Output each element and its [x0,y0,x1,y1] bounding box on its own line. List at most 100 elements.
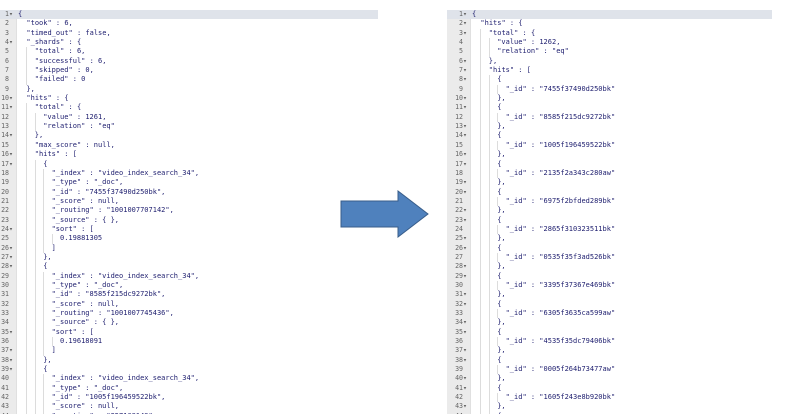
code-line[interactable]: 21 "_id" : "6975f2bfded289bk" [447,196,772,207]
code-text: "value" : 1262, [497,38,561,47]
code-line[interactable]: 36 "_id" : "4535f35dc79406bk" [447,337,772,347]
indent-guide [488,206,490,216]
indent-guide [34,337,36,347]
code-line[interactable]: 41 "_type" : "_doc", [0,383,378,394]
left-json-panel[interactable]: 1▾{2 "took" : 6,3 "timed_out" : false,4▾… [0,10,378,414]
code-line[interactable]: 29 "_index" : "video_index_search_34", [0,271,378,281]
code-line[interactable]: 17▾{ [0,159,378,169]
code-line[interactable]: 21 "_score" : null, [0,196,378,207]
code-line[interactable]: 32▾{ [447,299,772,309]
code-line[interactable]: 15 "_id" : "1005f196459522bk" [447,140,772,151]
code-line[interactable]: 19 "_type" : "_doc", [0,178,378,188]
code-line[interactable]: 15 "max_score" : null, [0,140,378,151]
code-line[interactable]: 16▾"hits" : [ [0,150,378,160]
code-line[interactable]: 44 "_routing" : "257108149" [0,411,378,414]
code-line[interactable]: 5 "total" : 6, [0,47,378,57]
code-line[interactable]: 7 "skipped" : 0, [0,66,378,76]
code-line[interactable]: 24 "_id" : "2865f310323511bk" [447,224,772,235]
code-text: { [497,327,502,336]
code-line[interactable]: 20▾{ [447,187,772,197]
code-line[interactable]: 33 "_id" : "6305f3635ca599aw" [447,309,772,319]
code-line[interactable]: 29▾{ [447,271,772,281]
code-line[interactable]: 30 "_type" : "_doc", [0,280,378,291]
code-line[interactable]: 25 0.19881305 [0,234,378,244]
code-line[interactable]: 23▾{ [447,215,772,225]
code-line[interactable]: 40 "_index" : "video_index_search_34", [0,374,378,384]
code-line[interactable]: 9 "_id" : "7455f37490d250bk" [447,84,772,95]
code-line[interactable]: 41▾{ [447,383,772,394]
code-line[interactable]: 23 "_source" : { }, [0,215,378,225]
code-line[interactable]: 43▾}, [447,402,772,412]
code-line[interactable]: 2 "took" : 6, [0,19,378,28]
code-line[interactable]: 12 "value" : 1261, [0,112,378,123]
code-line[interactable]: 12 "_id" : "8585f215dc9272bk" [447,112,772,123]
code-line[interactable]: 6▾}, [447,56,772,67]
code-line[interactable]: 11▾"total" : { [0,103,378,113]
code-line[interactable]: 43 "_score" : null, [0,402,378,412]
code-line[interactable]: 38▾}, [0,355,378,366]
code-line[interactable]: 30 "_id" : "3395f37367e469bk" [447,280,772,291]
code-line[interactable]: 8 "failed" : 0 [0,75,378,85]
code-line[interactable]: 42 "_id" : "1605f243e8b920bk" [447,393,772,403]
code-line[interactable]: 27 "_id" : "0535f35f3ad526bk" [447,252,772,263]
code-line[interactable]: 2▾"hits" : { [447,19,772,28]
code-line[interactable]: 22▾}, [447,206,772,216]
code-line[interactable]: 6 "successful" : 6, [0,56,378,67]
code-line[interactable]: 14▾{ [447,131,772,141]
code-line[interactable]: 5 "relation" : "eq" [447,47,772,57]
code-line[interactable]: 16▾}, [447,150,772,160]
code-line[interactable]: 24▾"sort" : [ [0,224,378,235]
code-line[interactable]: 26▾] [0,243,378,253]
code-line[interactable]: 11▾{ [447,103,772,113]
code-line[interactable]: 36 0.19618091 [0,337,378,347]
code-line[interactable]: 33 "_routing" : "1001007745436", [0,309,378,319]
code-line[interactable]: 3 "timed_out" : false, [0,29,378,38]
code-line[interactable]: 17▾{ [447,159,772,169]
code-line[interactable]: 40▾}, [447,374,772,384]
code-line[interactable]: 39▾{ [0,365,378,375]
code-line[interactable]: 27▾}, [0,252,378,263]
code-line[interactable]: 34▾}, [447,318,772,328]
code-line[interactable]: 13 "relation" : "eq" [0,122,378,132]
code-line[interactable]: 10▾}, [447,94,772,104]
code-line[interactable]: 14▾}, [0,131,378,141]
line-number: 40▾ [455,374,467,383]
code-line[interactable]: 26▾{ [447,243,772,253]
code-line[interactable]: 38▾{ [447,355,772,366]
code-line[interactable]: 28▾}, [447,262,772,272]
code-line[interactable]: 1▾{ [0,10,378,20]
code-line[interactable]: 4 "value" : 1262, [447,38,772,48]
code-line[interactable]: 34 "_source" : { }, [0,318,378,328]
code-line[interactable]: 37▾] [0,346,378,356]
code-line[interactable]: 31▾}, [447,290,772,300]
code-line[interactable]: 44▾{ [447,411,772,414]
indent-guide [26,309,28,319]
code-line[interactable]: 32 "_score" : null, [0,299,378,309]
code-line[interactable]: 13▾}, [447,122,772,132]
code-line[interactable]: 39 "_id" : "0005f264b73477aw" [447,365,772,375]
code-line[interactable]: 35▾{ [447,327,772,338]
code-line[interactable]: 1▾{ [447,10,772,20]
code-line[interactable]: 19▾}, [447,178,772,188]
code-line[interactable]: 42 "_id" : "1005f196459522bk", [0,393,378,403]
line-number: 43 [1,402,13,411]
line-number: 28▾ [1,262,13,271]
code-line[interactable]: 18 "_index" : "video_index_search_34", [0,168,378,179]
indent-guide [488,103,490,113]
code-line[interactable]: 10▾"hits" : { [0,94,378,103]
code-line[interactable]: 35▾"sort" : [ [0,327,378,338]
code-line[interactable]: 22 "_routing" : "1001007707142", [0,206,378,216]
code-line[interactable]: 8▾{ [447,75,772,85]
code-line[interactable]: 28▾{ [0,262,378,272]
code-line[interactable]: 4▾"_shards" : { [0,38,378,47]
code-line[interactable]: 37▾}, [447,346,772,356]
right-json-panel[interactable]: 1▾{2▾"hits" : {3▾"total" : {4 "value" : … [447,10,772,414]
code-line[interactable]: 25▾}, [447,234,772,244]
code-line[interactable]: 3▾"total" : { [447,28,772,39]
code-line[interactable]: 20 "_id" : "7455f37490d250bk", [0,187,378,197]
code-line[interactable]: 31 "_id" : "8585f215dc9272bk", [0,290,378,300]
indent-guide [43,280,45,291]
code-line[interactable]: 18 "_id" : "2135f2a343c280aw" [447,168,772,179]
code-line[interactable]: 7▾"hits" : [ [447,66,772,76]
code-line[interactable]: 9 }, [0,85,378,94]
